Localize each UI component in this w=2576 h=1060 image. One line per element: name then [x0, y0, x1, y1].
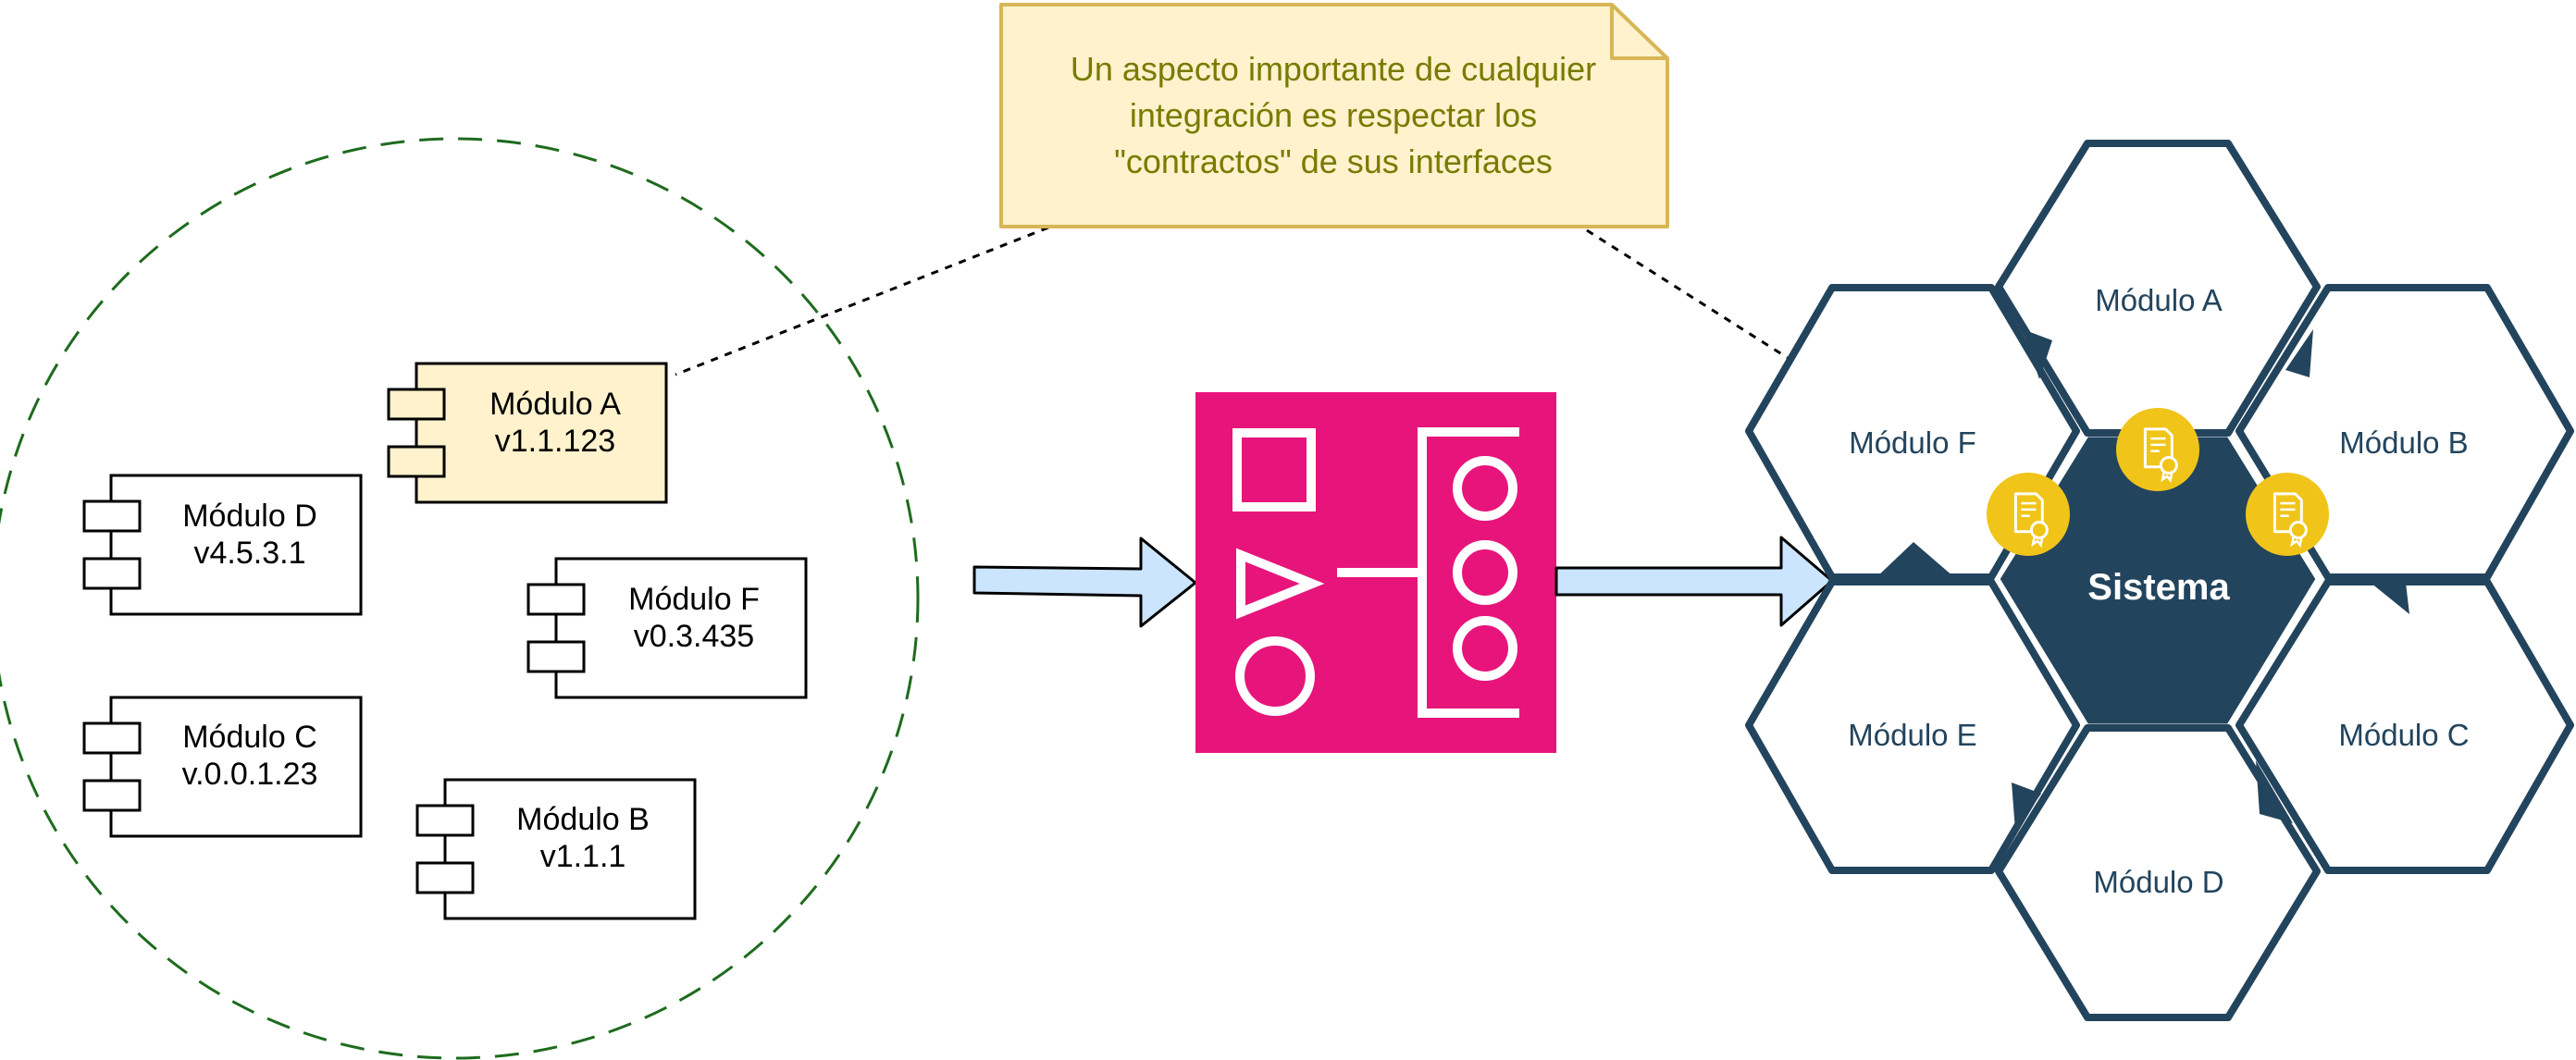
- component-modulo-c[interactable]: Módulo C v.0.0.1.23: [82, 696, 363, 838]
- hex-notch: [2012, 783, 2041, 831]
- note-shape: [999, 3, 1669, 228]
- hex-label-sistema: Sistema: [2087, 567, 2230, 608]
- hex-label-modulo-f: Módulo F: [1849, 425, 1976, 460]
- hex-notch: [1876, 542, 1954, 577]
- component-modulo-f[interactable]: Módulo F v0.3.435: [526, 557, 808, 699]
- hex-label-modulo-c: Módulo C: [2338, 718, 2469, 752]
- note-line-1: Un aspecto importante de cualquier: [1071, 50, 1596, 88]
- component-modulo-b[interactable]: Módulo B v1.1.1: [415, 778, 697, 920]
- hex-modulo-c[interactable]: [2235, 578, 2574, 874]
- component-name: Módulo A: [489, 387, 621, 422]
- note-fold: [1610, 5, 1667, 60]
- hex-modulo-d[interactable]: [1995, 724, 2321, 1021]
- certificate-icon: [2116, 408, 2199, 491]
- hex-label-modulo-d: Módulo D: [2093, 865, 2223, 899]
- note: Un aspecto importante de cualquier integ…: [999, 3, 1669, 228]
- note-line-3: "contractos" de sus interfaces: [1114, 142, 1553, 180]
- component-modulo-d[interactable]: Módulo D v4.5.3.1: [82, 474, 363, 616]
- hex-label-modulo-b: Módulo B: [2339, 425, 2468, 460]
- hex-notch: [2023, 329, 2052, 379]
- component-modulo-a[interactable]: Módulo A v1.1.123: [387, 362, 668, 504]
- hex-label-modulo-a: Módulo A: [2095, 283, 2223, 317]
- component-name: Módulo C: [182, 720, 317, 755]
- component-version: v1.1.1: [540, 839, 626, 874]
- integration-service-icon: [1195, 392, 1556, 753]
- component-name: Módulo F: [628, 582, 760, 617]
- component-version: v.0.0.1.23: [182, 757, 318, 792]
- flow-arrow-right: [1554, 536, 1834, 627]
- note-line-2: integración es respectar los: [1130, 96, 1537, 134]
- hex-notch: [2256, 760, 2293, 823]
- hex-modulo-a[interactable]: [1995, 140, 2321, 437]
- certificate-icon: [1987, 473, 2070, 556]
- hex-notch: [2285, 329, 2313, 377]
- component-version: v0.3.435: [634, 619, 754, 654]
- hex-label-modulo-e: Módulo E: [1848, 718, 1976, 752]
- note-connector-left: [675, 226, 1049, 376]
- hexagon-system: Módulo A Módulo B Módulo C Módulo D Módu…: [1745, 140, 2574, 1021]
- hex-notch: [2371, 583, 2409, 614]
- component-version: v1.1.123: [495, 424, 615, 459]
- flow-arrow-left: [972, 536, 1197, 628]
- certificate-icon: [2246, 473, 2329, 556]
- component-name: Módulo D: [182, 499, 317, 534]
- component-version: v4.5.3.1: [194, 536, 306, 571]
- hex-modulo-e[interactable]: [1745, 578, 2080, 874]
- module-pool-circle: [0, 137, 920, 1060]
- component-name: Módulo B: [516, 802, 650, 837]
